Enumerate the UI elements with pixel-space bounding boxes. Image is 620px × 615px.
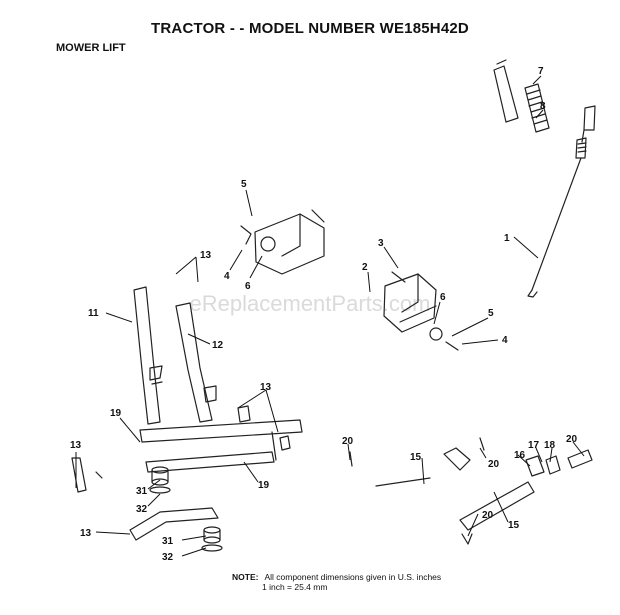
lift-link <box>349 437 593 545</box>
pivot-bracket <box>240 209 459 351</box>
callout-32a: 32 <box>136 504 148 515</box>
callout-19a: 19 <box>110 408 122 419</box>
callout-19b: 19 <box>258 480 270 491</box>
diagram-title: TRACTOR - - MODEL NUMBER WE185H42D <box>151 20 469 37</box>
diagram-subtitle: MOWER LIFT <box>56 42 126 54</box>
lift-arms <box>133 286 303 473</box>
callout-15a: 15 <box>410 452 422 463</box>
callout-20c: 20 <box>566 434 578 445</box>
callout-18: 18 <box>544 440 556 451</box>
callout-5a: 5 <box>241 179 247 190</box>
note-label: NOTE: <box>232 572 259 582</box>
leader-lines <box>75 75 585 557</box>
callout-11: 11 <box>88 308 99 319</box>
callout-13b: 13 <box>260 382 272 393</box>
callout-13c: 13 <box>70 440 82 451</box>
note-line-1: All component dimensions given in U.S. i… <box>264 572 442 582</box>
callout-labels: 7 8 1 2 3 5 4 6 6 5 4 13 11 12 13 19 13 … <box>70 66 578 563</box>
callout-20a: 20 <box>342 436 354 447</box>
callout-4a: 4 <box>224 271 230 282</box>
callout-3: 3 <box>378 238 384 249</box>
callout-32b: 32 <box>162 552 174 563</box>
callout-17: 17 <box>528 440 540 451</box>
callout-16: 16 <box>514 450 526 461</box>
callout-8: 8 <box>540 101 546 112</box>
callout-20d: 20 <box>482 510 494 521</box>
callout-7: 7 <box>538 66 544 77</box>
watermark: eReplacementParts.com <box>189 291 431 316</box>
callout-4b: 4 <box>502 335 508 346</box>
callout-31a: 31 <box>136 486 148 497</box>
callout-31b: 31 <box>162 536 174 547</box>
callout-15b: 15 <box>508 520 520 531</box>
callout-6b: 6 <box>440 292 446 303</box>
callout-20b: 20 <box>488 459 500 470</box>
callout-2: 2 <box>362 262 368 273</box>
note-line-2: 1 inch = 25.4 mm <box>262 582 328 592</box>
callout-13a: 13 <box>200 250 212 261</box>
callout-5b: 5 <box>488 308 494 319</box>
callout-13d: 13 <box>80 528 92 539</box>
lift-handle-assembly <box>493 59 596 298</box>
callout-1: 1 <box>504 233 510 244</box>
callout-12: 12 <box>212 340 224 351</box>
callout-6a: 6 <box>245 281 251 292</box>
dimension-note: NOTE: All component dimensions given in U… <box>232 572 441 592</box>
